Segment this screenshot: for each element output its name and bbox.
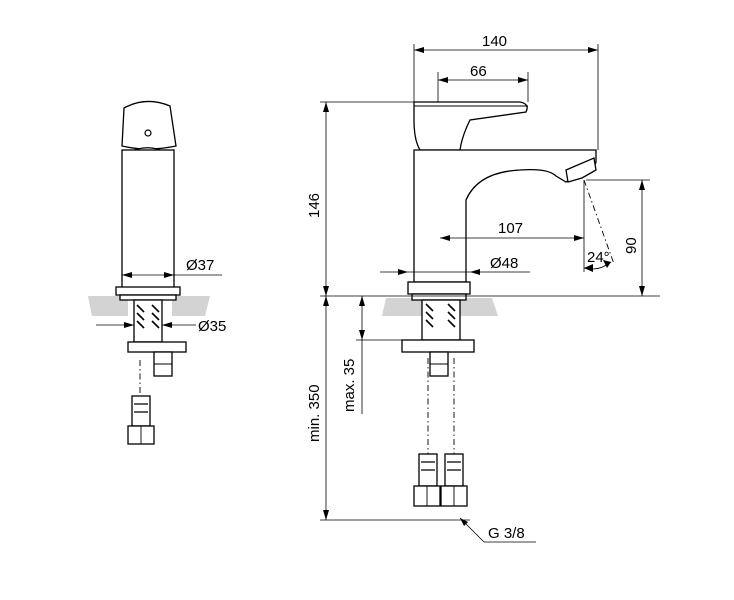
lever-handle (413, 101, 528, 151)
front-view: 140 66 146 107 90 24° (306, 33, 660, 543)
front-base (407, 281, 471, 295)
countertop-front-left (382, 298, 424, 316)
countertop-right (172, 296, 210, 316)
dim-handle-length: 66 (470, 63, 487, 80)
countertop-front-right (460, 298, 498, 316)
front-fixing-plate (401, 339, 475, 353)
side-view: Ø37 Ø35 (88, 100, 226, 445)
side-shank-hatch (136, 304, 160, 329)
side-base-ring (119, 294, 177, 301)
dim-spout-height: 90 (623, 237, 640, 254)
countertop-left (88, 296, 128, 316)
dim-hole-diameter: Ø35 (198, 318, 226, 335)
dim-angle: 24° (587, 249, 610, 266)
front-shank (421, 299, 461, 341)
side-base (115, 286, 181, 296)
dim-height: 146 (306, 193, 323, 218)
dim-base-diameter: Ø48 (490, 255, 518, 272)
front-shank-hatch (425, 303, 456, 328)
dim-reach: 107 (498, 220, 523, 237)
side-hose-fitting (131, 395, 151, 427)
handle-cap (121, 100, 177, 150)
side-body (121, 149, 175, 289)
dim-min-hose: min. 350 (306, 384, 323, 442)
dim-max-thickness: max. 35 (341, 359, 358, 412)
dim-body-diameter: Ø37 (186, 257, 214, 274)
front-base-ring (411, 293, 467, 301)
dim-width-total: 140 (482, 33, 507, 50)
side-fixing-plate (127, 341, 187, 353)
dim-connection: G 3/8 (488, 525, 525, 542)
handle-screw (144, 129, 152, 137)
spout-tip (565, 157, 597, 183)
